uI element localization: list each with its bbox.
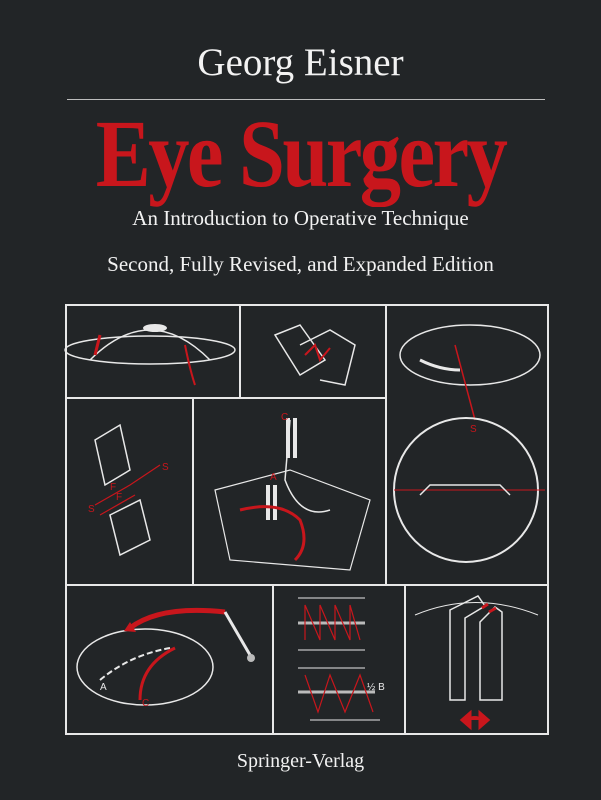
panel-dome-illustration [64, 324, 236, 386]
panel-center-illustration: C A [214, 412, 371, 571]
panel-globe-arrow-illustration: A C [76, 607, 255, 709]
label-s: S [162, 462, 169, 473]
label-f: F [110, 482, 116, 493]
label-s: S [470, 424, 477, 435]
label-f: F [116, 492, 122, 503]
panel-fold-illustration [273, 324, 356, 386]
panel-blocks-illustration: S S F F [88, 423, 169, 557]
label-half-b: ½ B [367, 682, 385, 693]
panel-globe-top-illustration: S [399, 324, 541, 435]
author-name: Georg Eisner [197, 41, 404, 84]
book-title: Eye Surgery [95, 100, 508, 207]
panel-frames [65, 304, 549, 735]
label-c: C [142, 698, 149, 709]
panel-zigzag-illustration: ½ B [298, 597, 385, 721]
divider-rule [67, 99, 545, 100]
panel-circle-illustration [393, 417, 545, 563]
publisher-name: Springer-Verlag [236, 750, 365, 772]
book-subtitle: An Introduction to Operative Technique [132, 206, 469, 230]
label-a: A [270, 472, 277, 483]
panel-section-illustration [414, 595, 539, 731]
edition-statement: Second, Fully Revised, and Expanded Edit… [107, 252, 494, 276]
label-a: A [100, 682, 107, 693]
label-s: S [88, 504, 95, 515]
label-c: C [281, 412, 288, 423]
